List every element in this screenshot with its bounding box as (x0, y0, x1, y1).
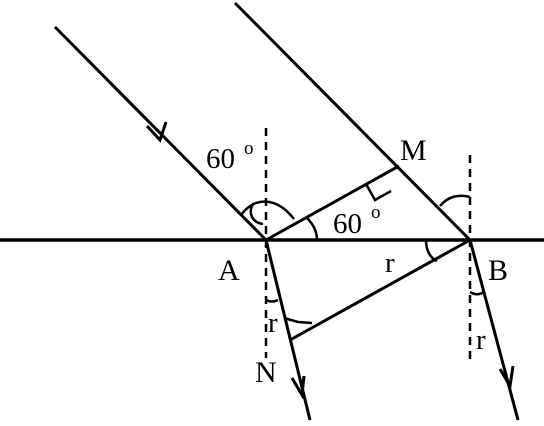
right-angle-mark-n (283, 316, 313, 325)
refracted-arrow-a (290, 375, 306, 400)
incident-arrow-a (145, 121, 168, 143)
refraction-angle-label-b: r (385, 247, 395, 279)
wavefront-angle-label: 60 (333, 208, 362, 240)
right-angle-mark-m (364, 183, 392, 202)
wavefront-angle-degree: o (371, 202, 381, 223)
incidence-arc-inner (249, 202, 264, 226)
incidence-angle-degree: o (244, 138, 254, 159)
refraction-arc-a (265, 298, 279, 303)
incident-ray-a (53, 25, 268, 242)
point-label-a: A (218, 254, 240, 287)
refraction-arc-b (469, 290, 485, 296)
angle-arc-b-lower (424, 239, 438, 263)
refracted-arrow-b (498, 365, 515, 391)
refracted-wavefront (289, 238, 471, 342)
point-label-b: B (488, 254, 508, 287)
refraction-angle-label-a: r (268, 307, 278, 339)
refraction-angle-label-below-b: r (476, 324, 486, 356)
incident-wavefront (265, 164, 400, 242)
angle-arc-b-top (439, 194, 471, 207)
incidence-angle-label: 60 (206, 143, 235, 175)
incidence-arc (239, 200, 295, 220)
point-label-m: M (400, 134, 427, 167)
incident-ray-b (233, 1, 472, 242)
wavefront-angle-arc (306, 217, 319, 241)
point-label-n: N (255, 356, 277, 389)
refracted-ray-b (468, 239, 520, 421)
